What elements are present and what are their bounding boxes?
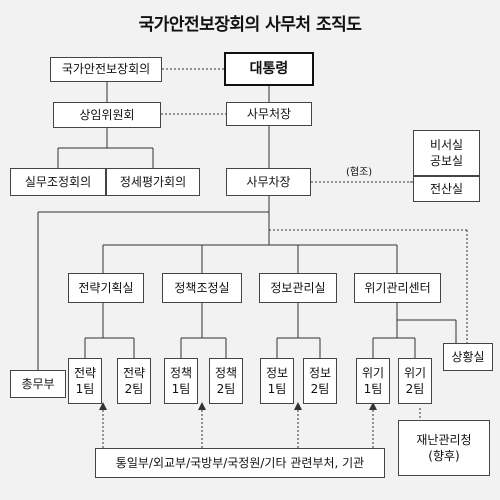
node-related-agencies: 통일부/외교부/국방부/국정원/기타 관련부처, 기관 — [95, 448, 385, 478]
node-secretary-general: 사무처장 — [226, 102, 312, 126]
node-disaster-agency: 재난관리청 (향후) — [398, 420, 490, 476]
agency-note: (향후) — [428, 449, 460, 463]
team-number: 1팀 — [267, 382, 287, 396]
node-strategy-team2: 전략 2팀 — [117, 358, 151, 404]
node-computer-office: 전산실 — [413, 176, 480, 202]
node-intel-eval-meeting: 정세평가회의 — [106, 168, 200, 196]
team-number: 2팀 — [216, 382, 236, 396]
node-pr-office: 공보실 — [429, 154, 464, 168]
team-name: 전략 — [73, 365, 97, 380]
node-deputy-secretary: 사무차장 — [226, 168, 311, 196]
node-situation-room: 상황실 — [443, 343, 493, 371]
node-crisis-center: 위기관리센터 — [354, 273, 441, 303]
team-name: 정보 — [308, 365, 332, 380]
node-policy-team2: 정책 2팀 — [209, 358, 243, 404]
node-policy-team1: 정책 1팀 — [164, 358, 198, 404]
team-name: 위기 — [361, 365, 385, 380]
node-crisis-team2: 위기 2팀 — [398, 358, 432, 404]
team-number: 1팀 — [363, 382, 383, 396]
cooperation-label: (협조) — [346, 167, 373, 178]
team-name: 정보 — [265, 365, 289, 380]
node-working-meeting: 실무조정회의 — [10, 168, 106, 196]
team-name: 위기 — [403, 365, 427, 380]
chart-title: 국가안전보장회의 사무처 조직도 — [138, 15, 362, 35]
node-strategy-team1: 전략 1팀 — [68, 358, 102, 404]
node-standing-committee: 상임위원회 — [53, 102, 161, 128]
team-name: 정책 — [214, 365, 238, 380]
agency-name: 재난관리청 — [416, 432, 472, 447]
team-number: 2팀 — [310, 382, 330, 396]
node-general-affairs: 총무부 — [10, 370, 66, 398]
team-number: 1팀 — [171, 382, 191, 396]
node-president: 대통령 — [224, 52, 314, 86]
team-number: 2팀 — [124, 382, 144, 396]
node-info-team2: 정보 2팀 — [303, 358, 337, 404]
node-policy-office: 정책조정실 — [162, 273, 242, 303]
node-strategy-office: 전략기획실 — [68, 273, 144, 303]
node-secretariat-pr: 비서실 공보실 — [413, 130, 480, 176]
node-info-team1: 정보 1팀 — [260, 358, 294, 404]
team-number: 2팀 — [405, 382, 425, 396]
team-name: 전략 — [122, 365, 146, 380]
node-nsc: 국가안전보장회의 — [50, 57, 162, 82]
node-info-office: 정보관리실 — [259, 273, 337, 303]
node-crisis-team1: 위기 1팀 — [356, 358, 390, 404]
team-name: 정책 — [169, 365, 193, 380]
node-secretariat-office: 비서실 — [429, 137, 464, 152]
team-number: 1팀 — [75, 382, 95, 396]
